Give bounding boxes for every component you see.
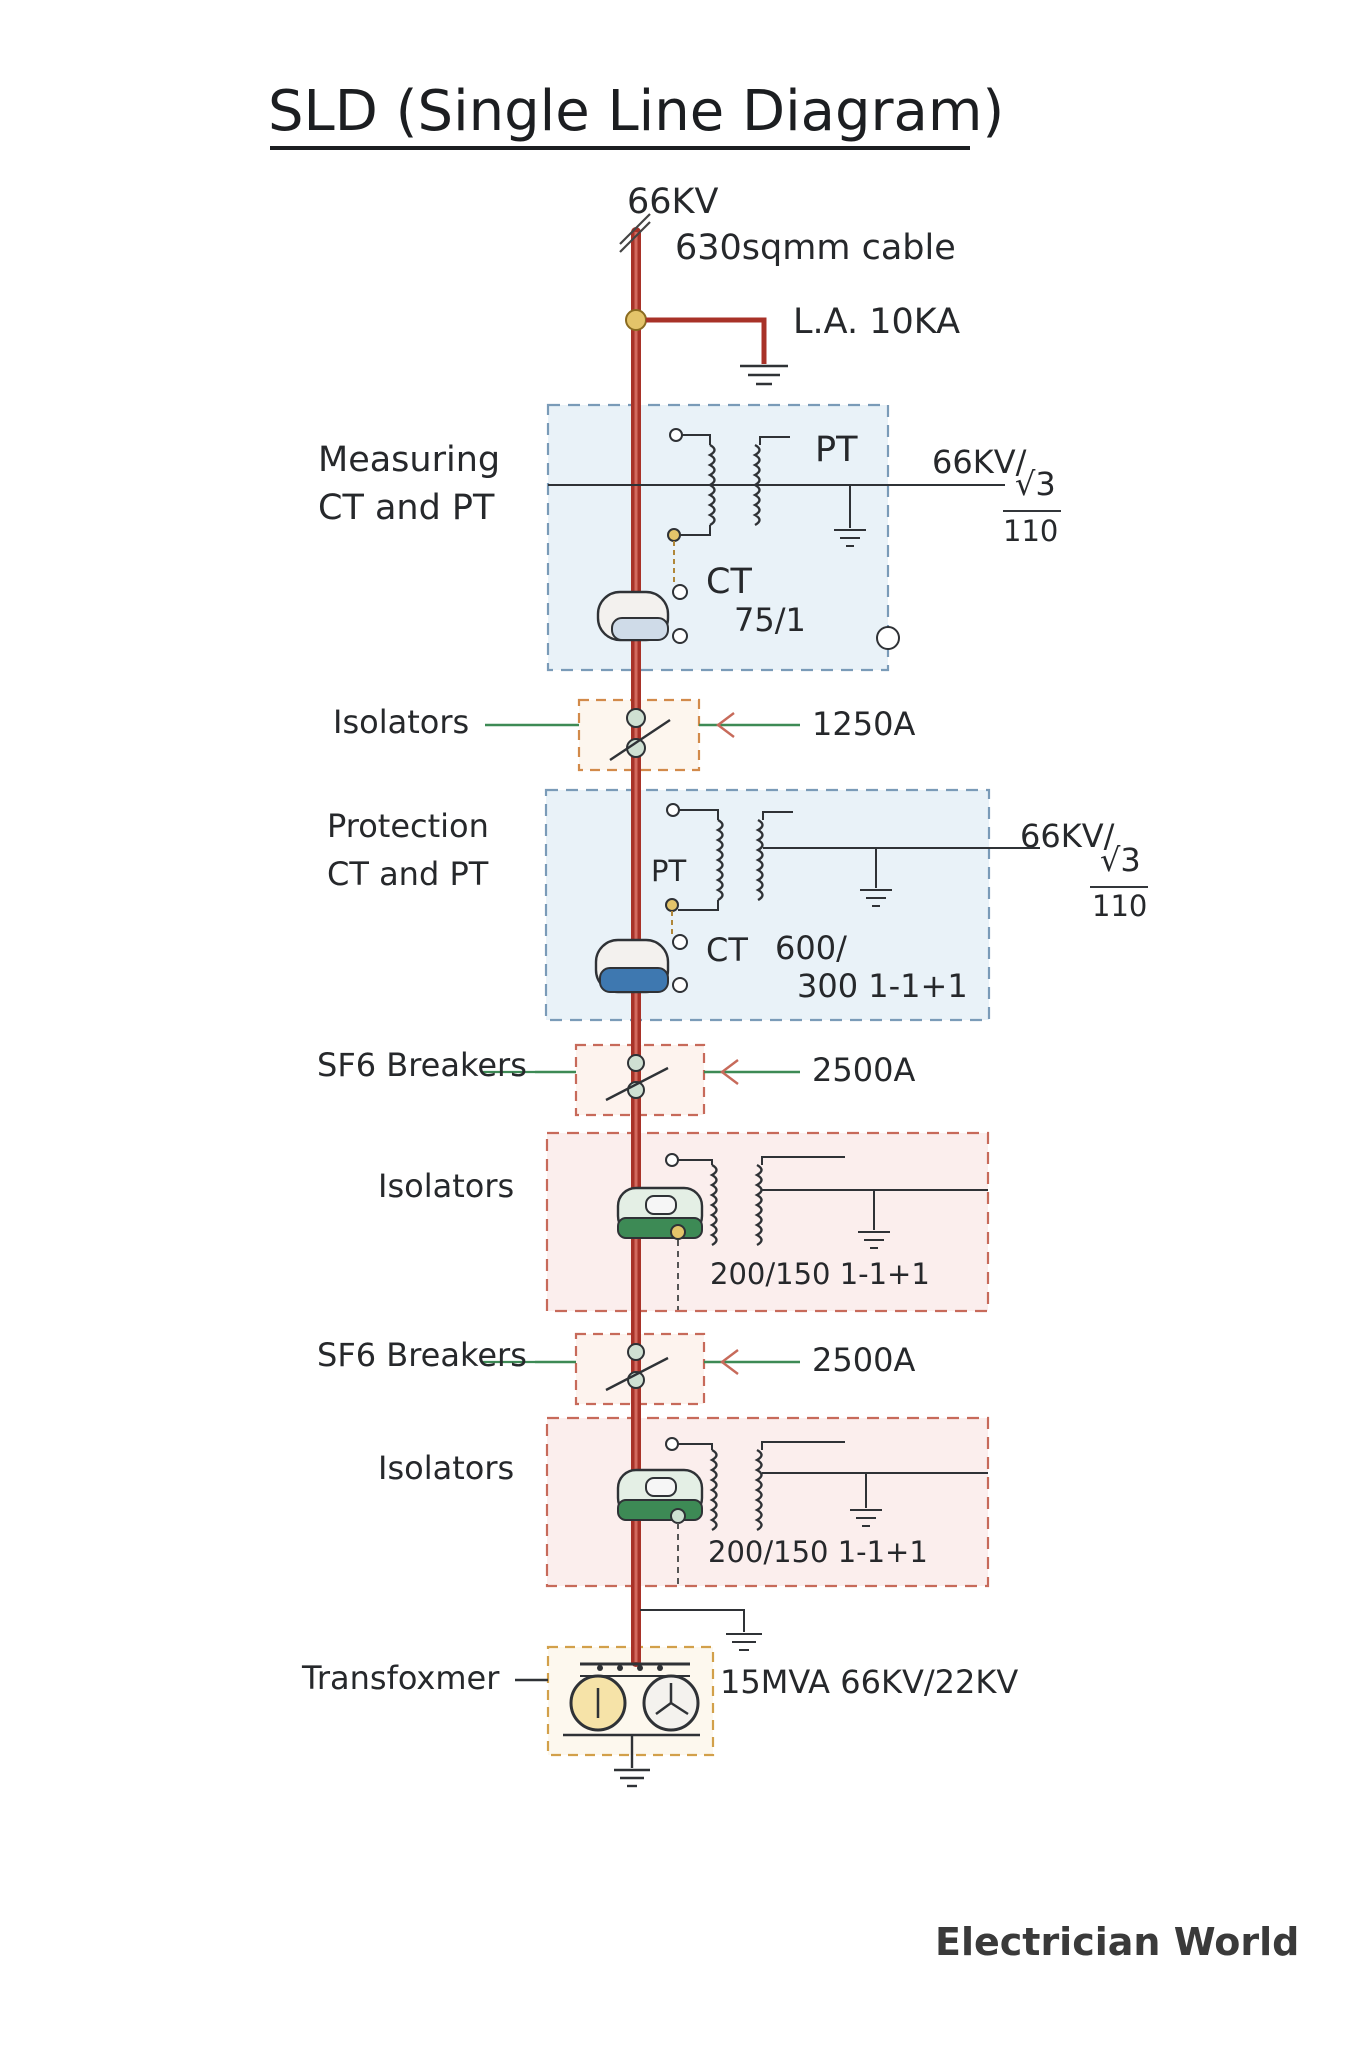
breaker-2-symbol	[535, 1343, 800, 1392]
breaker-1-rating: 2500A	[812, 1051, 916, 1089]
measuring-pt-ratio-root: √3	[1015, 465, 1056, 503]
protection-pt-ratio-top: 66KV/	[1020, 817, 1115, 855]
title-underline	[270, 146, 970, 150]
measuring-pt-fraction-bar	[1003, 510, 1061, 512]
isolator-3-ratio: 200/150 1-1+1	[708, 1535, 928, 1569]
protection-pt-ratio-bottom: 110	[1092, 889, 1148, 923]
diagram-title: SLD (Single Line Diagram)	[268, 79, 1005, 144]
protection-label-line2: CT and PT	[327, 855, 489, 893]
breaker-1-label: SF6 Breakers	[317, 1046, 527, 1084]
breaker-2-label: SF6 Breakers	[317, 1336, 527, 1374]
isolator-2-label: Isolators	[378, 1167, 515, 1205]
isolator-2-ct-symbol	[616, 1153, 988, 1310]
transformer-rating: 15MVA 66KV/22KV	[720, 1663, 1019, 1701]
protection-pt-symbol	[665, 803, 1040, 935]
protection-ct-ratio-line1: 600/	[775, 929, 847, 967]
protection-pt-fraction-bar	[1090, 886, 1148, 888]
brand-watermark: Electrician World	[935, 1920, 1300, 1964]
measuring-pt-symbol	[548, 428, 1005, 585]
cable-marks	[619, 213, 651, 253]
isolator-1-symbol	[485, 708, 800, 761]
isolator-1-label: Isolators	[333, 703, 470, 741]
isolator-3-ct-symbol	[616, 1437, 988, 1584]
measuring-ct-symbol	[596, 584, 900, 650]
breaker-2-rating: 2500A	[812, 1341, 916, 1379]
isolator-2-ratio: 200/150 1-1+1	[710, 1257, 930, 1291]
earth-symbol	[640, 1609, 762, 1651]
protection-label-line1: Protection	[327, 807, 489, 845]
protection-pt-label: PT	[651, 854, 687, 888]
protection-ct-symbol	[594, 934, 688, 994]
protection-ct-ratio-line2: 300 1-1+1	[797, 967, 968, 1005]
incoming-voltage: 66KV	[627, 182, 719, 222]
transformer-label: Transfoxmer	[302, 1659, 500, 1697]
isolator-1-rating: 1250A	[812, 705, 916, 743]
lightning-arrester-label: L.A. 10KA	[793, 302, 961, 342]
isolator-3-label: Isolators	[378, 1449, 515, 1487]
protection-pt-ratio-root: √3	[1100, 841, 1141, 879]
measuring-pt-ratio-top: 66KV/	[932, 443, 1027, 481]
cable-spec: 630sqmm cable	[675, 228, 956, 268]
measuring-ct-ratio: 75/1	[734, 601, 806, 639]
breaker-1-symbol	[535, 1054, 800, 1102]
measuring-ct-label: CT	[706, 562, 752, 602]
measuring-pt-ratio-bottom: 110	[1003, 514, 1059, 548]
measuring-label-line2: CT and PT	[318, 488, 495, 528]
lightning-arrester-symbol	[625, 309, 788, 386]
transformer-symbol	[515, 1662, 700, 1788]
measuring-pt-label: PT	[815, 430, 858, 470]
measuring-label-line1: Measuring	[318, 440, 501, 480]
protection-ct-label: CT	[706, 931, 748, 969]
